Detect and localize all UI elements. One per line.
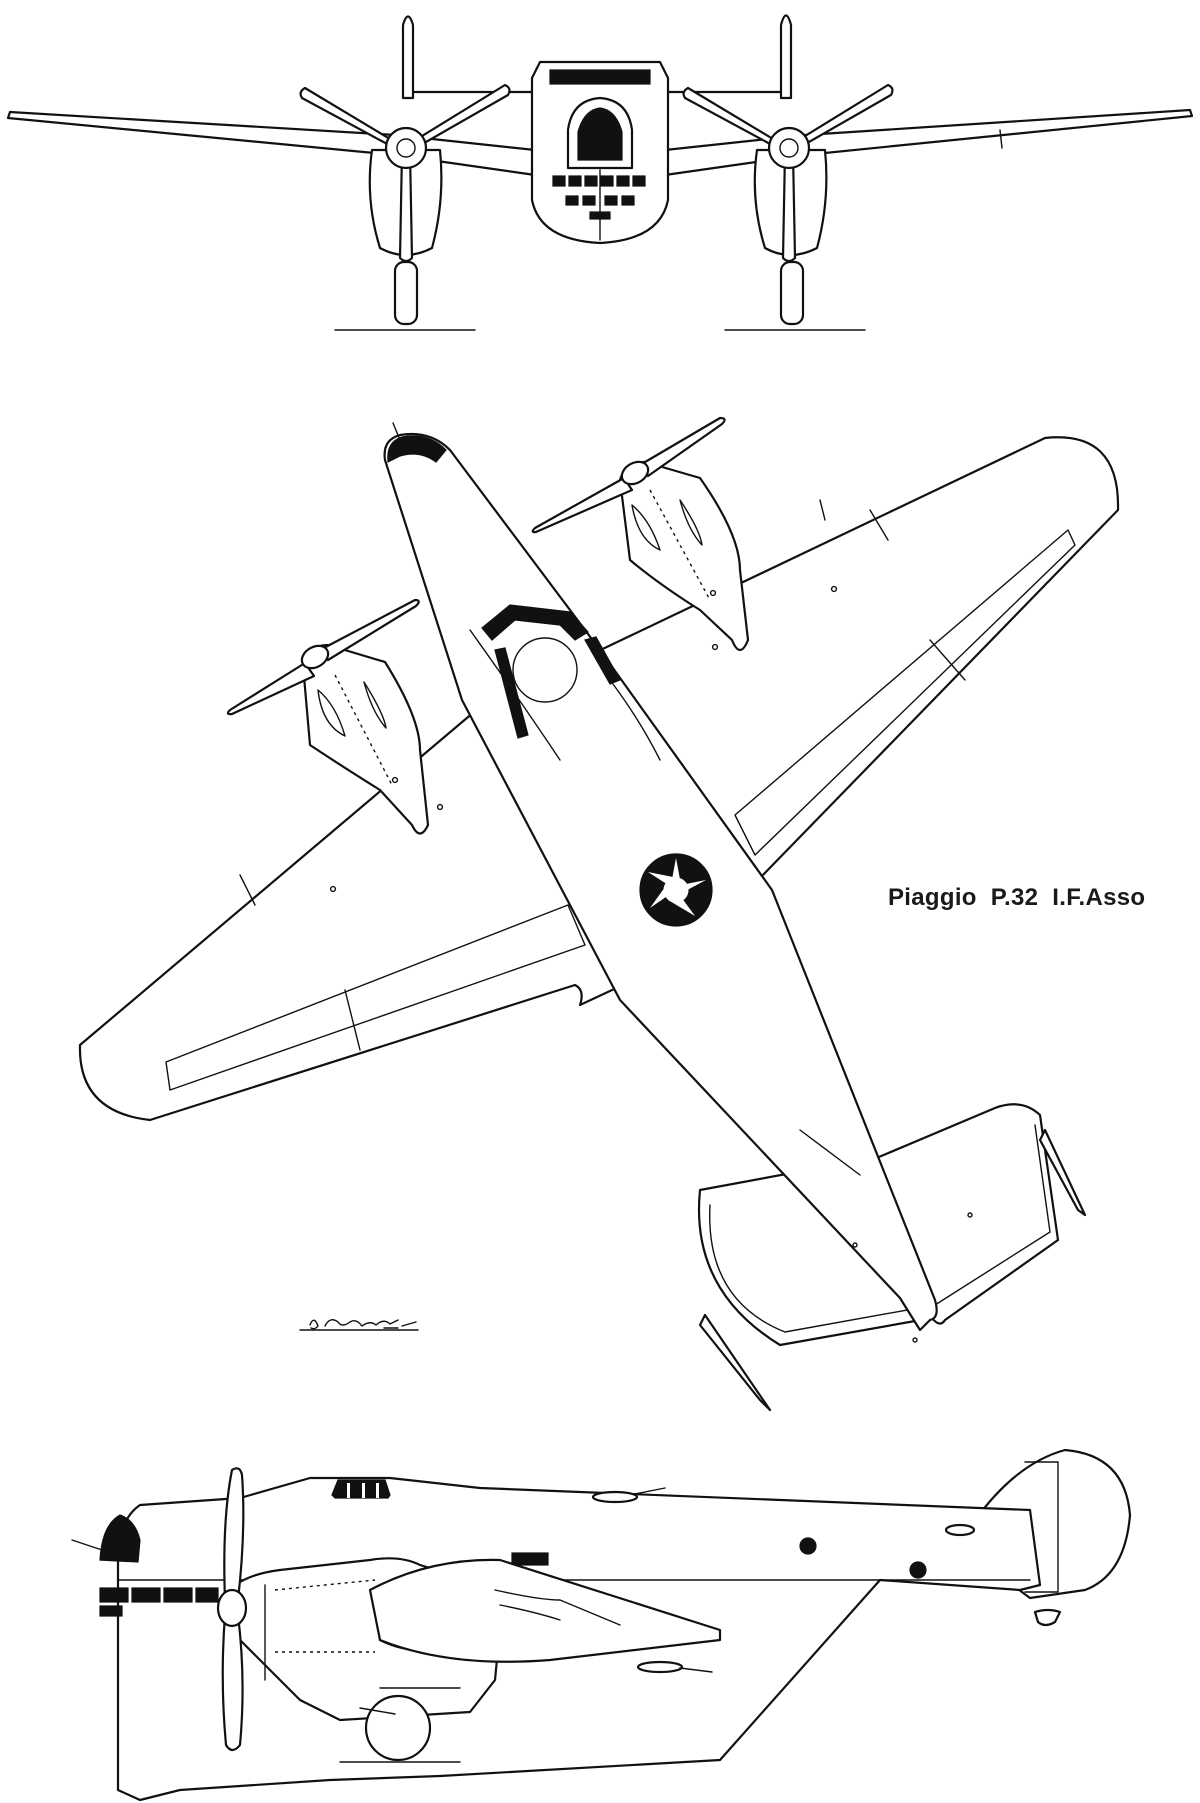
plan-tail-junction <box>799 1129 861 1176</box>
front-wing-mark <box>999 129 1003 149</box>
side-main-wheel <box>364 1694 432 1762</box>
side-ventral-gun <box>679 1667 713 1673</box>
caption-engine: I.F.Asso <box>1052 884 1146 911</box>
side-undercarriage-leg <box>359 1707 396 1715</box>
side-cockpit-glazing <box>331 1479 391 1499</box>
side-cockpit-frames <box>347 1483 379 1498</box>
plan-left-window-strip <box>494 647 529 739</box>
plan-elevator <box>709 1124 1051 1333</box>
front-left-fin <box>401 15 415 100</box>
side-nacelle-louvres <box>274 1579 376 1591</box>
side-propeller <box>216 1467 248 1752</box>
plan-rivet-3 <box>436 803 444 811</box>
side-ventral-turret <box>636 1660 684 1674</box>
plan-dorsal-turret-ring <box>512 637 578 703</box>
front-view <box>6 14 1194 331</box>
side-view <box>71 1448 1132 1802</box>
side-tail-fairing <box>944 1523 976 1537</box>
plan-right-fin <box>1038 1128 1087 1217</box>
side-dorsal-gun <box>634 1487 666 1495</box>
plan-left-flap <box>165 904 586 1091</box>
plan-tail-rivet-3 <box>912 1337 918 1343</box>
side-tail-wheel <box>1033 1608 1062 1627</box>
front-left-propeller <box>299 83 511 263</box>
front-right-wing <box>663 108 1194 177</box>
plan-left-aileron-break <box>344 989 361 1051</box>
side-nose-gun <box>71 1539 103 1551</box>
side-nose-glazing <box>99 1514 141 1563</box>
plan-left-engine <box>226 598 430 835</box>
plan-nose-glazing <box>387 435 447 463</box>
plan-left-fin <box>698 1313 772 1412</box>
plan-tail-rivet-1 <box>852 1242 858 1248</box>
side-wing-flap-line-2 <box>499 1604 561 1621</box>
plan-wing-root-line <box>469 629 561 761</box>
front-right-fin <box>779 14 793 100</box>
plan-antenna-mast <box>819 499 826 521</box>
plan-wing-root-line-right <box>609 679 661 761</box>
side-dorsal-turret <box>591 1490 639 1504</box>
side-nose-windows <box>99 1587 219 1617</box>
plan-nose-probe <box>392 422 401 441</box>
front-windows <box>552 169 646 241</box>
plan-cockpit-glazing <box>481 604 589 641</box>
plan-rivet-1 <box>711 643 719 651</box>
plan-tail-rivet-2 <box>967 1212 973 1218</box>
plan-rivet-2 <box>830 585 838 593</box>
plan-right-window-strip <box>584 636 621 685</box>
side-window-2 <box>909 1561 927 1579</box>
front-cockpit-glazing <box>549 69 651 85</box>
side-window-1 <box>799 1537 817 1555</box>
plan-view <box>78 416 1120 1412</box>
side-wing-flap-line <box>494 1589 621 1626</box>
plan-right-aileron-break <box>929 639 966 681</box>
side-wing <box>368 1558 722 1663</box>
plan-roundel <box>639 853 713 927</box>
side-dorsal-hatch <box>511 1552 549 1566</box>
plan-left-tip-line <box>239 874 256 906</box>
drawing-caption: Piaggio P.32 I.F.Asso <box>888 884 1145 912</box>
front-nose-glazing <box>577 107 623 161</box>
artist-signature <box>299 1319 419 1331</box>
caption-model: P.32 <box>990 884 1039 911</box>
side-rudder-hinge <box>1024 1461 1059 1593</box>
plan-rivet-4 <box>329 885 337 893</box>
plan-right-flap <box>734 529 1076 856</box>
plan-right-tip-line <box>869 509 889 541</box>
front-right-wheel <box>779 260 805 326</box>
front-right-propeller <box>682 83 894 263</box>
plan-right-engine <box>531 416 750 652</box>
caption-manufacturer: Piaggio <box>888 884 977 911</box>
front-left-wheel <box>393 260 419 326</box>
